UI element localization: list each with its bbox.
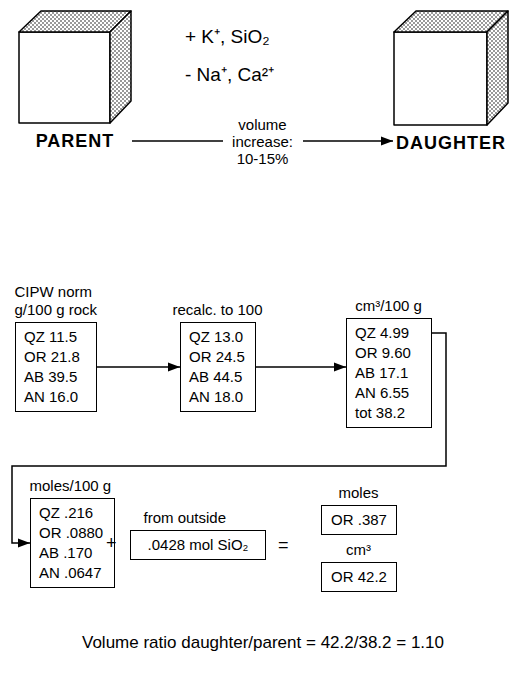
flow-arrow [256,366,346,368]
table-box: from outside.0428 mol SiO₂ [130,530,266,560]
rock-cube: DAUGHTER [393,10,509,154]
table-box: CIPW norm g/100 g rockQZ 11.5OR 21.8AB 3… [15,322,97,412]
box-heading: cm³ [346,541,371,559]
arrow-label: volume increase: 10-15% [223,115,303,168]
box-heading: recalc. to 100 [172,301,262,319]
table-box: molesOR .387 [321,505,397,535]
table-box: moles/100 gQZ .216OR .0880AB .170AN .064… [30,498,115,588]
table-box: recalc. to 100QZ 13.0OR 24.5AB 44.5AN 18… [180,322,256,412]
table-row: OR 9.60 [355,343,411,363]
exchange-note: + K⁺, SiO₂ [185,26,270,49]
operator-sign: + [106,533,117,555]
cube-side [110,11,131,123]
table-row: AB 17.1 [355,363,408,383]
table-row: AN .0647 [39,563,102,583]
table-row: OR .387 [331,510,387,530]
table-row: AB 39.5 [24,367,77,387]
table-row: AN 6.55 [355,383,409,403]
cube-label: DAUGHTER [396,132,506,154]
table-row: AN 18.0 [189,387,243,407]
result-note: Volume ratio daughter/parent = 42.2/38.2… [82,633,444,653]
table-row: QZ .216 [39,503,93,523]
rock-cube: PARENT [18,10,132,152]
table-box: cm³OR 42.2 [321,562,397,592]
table-row: QZ 13.0 [189,327,243,347]
table-row: QZ 11.5 [24,327,77,347]
box-heading: cm³/100 g [355,297,422,315]
cube-front [19,32,110,123]
cube-illustration [18,10,132,124]
box-heading: from outside [144,509,227,527]
table-row: AB 44.5 [189,367,242,387]
table-row: OR 42.2 [331,567,387,587]
table-row: OR 24.5 [189,347,245,367]
cube-label: PARENT [36,130,115,152]
connector-group [12,141,446,543]
operator-sign: = [278,535,289,557]
cube-illustration [393,10,509,126]
table-box: cm³/100 gQZ 4.99OR 9.60AB 17.1AN 6.55tot… [346,318,432,428]
box-heading: CIPW norm g/100 g rock [15,283,109,319]
table-row: QZ 4.99 [355,323,409,343]
cube-front [394,32,487,125]
table-row: AN 16.0 [24,387,78,407]
table-row: OR .0880 [39,523,103,543]
table-row: OR 21.8 [24,347,80,367]
table-row: AB .170 [39,543,92,563]
box-heading: moles/100 g [30,477,112,495]
table-row: tot 38.2 [355,403,405,423]
table-row: .0428 mol SiO₂ [148,535,249,555]
cube-side [487,11,508,125]
flow-arrow [97,366,180,368]
box-heading: moles [338,484,378,502]
flow-arrow [12,333,446,543]
exchange-note: - Na⁺, Ca²⁺ [185,64,274,87]
